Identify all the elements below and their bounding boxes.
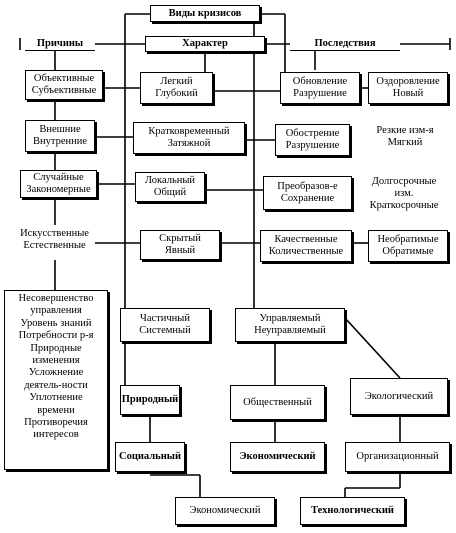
outcome-box-2: Резкие изм-я Мягкий <box>360 125 450 149</box>
header-consequences-label: Последствия <box>314 37 376 49</box>
consequence-box-2: Обострение Разрушение <box>275 124 350 156</box>
consequence-box-3: Преобразов-е Сохранение <box>263 176 352 210</box>
outcome-3-line-2: изм. <box>394 188 414 199</box>
outcome-4-line-2: Обратимые <box>382 246 434 257</box>
managed-line-2: Неуправляемый <box>254 325 326 336</box>
cause-list-item: интересов <box>33 429 79 441</box>
character-4-line-1: Скрытый <box>159 233 201 244</box>
consequence-2-line-1: Обострение <box>285 128 340 139</box>
cause-list-item: Природные <box>30 342 82 354</box>
type-organizational-label: Организационный <box>356 451 439 462</box>
cause-3-line-2: Закономерные <box>26 184 91 195</box>
outcome-box-3: Долгосрочные изм. Краткосрочные <box>358 176 450 212</box>
character-box-3: Локальный Общий <box>135 172 205 202</box>
cause-list-item: Уплотнение <box>29 392 83 404</box>
partial-line-2: Системный <box>139 325 191 336</box>
crisis-types-box: Виды кризисов <box>150 5 260 22</box>
header-character-label: Характер <box>182 38 228 49</box>
character-box-4: Скрытый Явный <box>140 230 220 260</box>
consequence-3-line-1: Преобразов-е <box>277 181 338 192</box>
outcome-2-line-1: Резкие изм-я <box>376 125 434 136</box>
cause-3-line-1: Случайные <box>33 172 84 183</box>
cause-box-2: Внешние Внутренние <box>25 120 95 152</box>
partial-line-1: Частичный <box>140 313 190 324</box>
cause-box-3: Случайные Закономерные <box>20 170 97 198</box>
cause-2-line-2: Внутренние <box>32 136 88 147</box>
type-organizational-box: Организационный <box>345 442 450 472</box>
consequence-3-line-2: Сохранение <box>280 193 335 204</box>
cause-box-1: Объективные Субъективные <box>25 70 103 100</box>
cause-1-line-1: Объективные <box>33 73 95 84</box>
header-consequences: Последствия <box>290 37 400 51</box>
consequence-4-line-2: Количественные <box>268 246 344 257</box>
managed-line-1: Управляемый <box>259 313 321 324</box>
type-technological-box: Технологический <box>300 497 405 525</box>
consequence-4-line-1: Качественные <box>274 234 338 245</box>
character-box-2: Кратковременный Затяжной <box>133 122 245 154</box>
consequence-2-line-2: Разрушение <box>285 140 340 151</box>
type-natural-label: Природный <box>121 394 179 405</box>
cause-1-line-2: Субъективные <box>31 85 97 96</box>
cause-list-item: Противоречия <box>24 417 88 429</box>
crisis-types-title: Виды кризисов <box>168 7 242 19</box>
type-economic-box-left: Экономический <box>175 497 275 525</box>
managed-box: Управляемый Неуправляемый <box>235 308 345 342</box>
character-1-line-2: Глубокий <box>155 88 198 99</box>
cause-list-item: деятель-ности <box>24 379 88 391</box>
character-3-line-2: Общий <box>153 187 187 198</box>
consequence-box-1: Обновление Разрушение <box>280 72 360 104</box>
cause-list-item: изменения <box>32 355 80 367</box>
outcome-1-line-2: Новый <box>392 88 424 99</box>
outcome-box-4: Необратимые Обратимые <box>368 230 448 262</box>
consequence-box-4: Качественные Количественные <box>260 230 352 262</box>
consequence-1-line-1: Обновление <box>292 76 348 87</box>
partial-box: Частичный Системный <box>120 308 210 342</box>
header-character: Характер <box>145 36 265 52</box>
character-3-line-1: Локальный <box>144 175 196 186</box>
type-social-box: Социальный <box>115 442 185 472</box>
cause-box-4: Искусственные Естественные <box>12 228 97 252</box>
type-natural-box: Природный <box>120 385 180 415</box>
character-1-line-1: Легкий <box>160 76 193 87</box>
outcome-3-line-3: Краткосрочные <box>369 200 439 211</box>
type-public-label: Общественный <box>243 396 312 408</box>
character-2-line-1: Кратковременный <box>148 126 230 137</box>
outcome-1-line-1: Оздоровление <box>376 76 440 87</box>
type-ecological-label: Экологический <box>364 390 434 402</box>
cause-list-item: Потребности р-я <box>18 330 94 342</box>
cause-list-item: управления <box>30 305 82 317</box>
cause-list-item: Несовершенство <box>18 293 94 304</box>
type-ecological-box: Экологический <box>350 378 448 415</box>
cause-list-item: Усложнение <box>28 367 84 379</box>
type-social-label: Социальный <box>118 451 181 462</box>
character-2-line-2: Затяжной <box>167 138 211 149</box>
outcome-4-line-1: Необратимые <box>377 234 439 245</box>
character-box-1: Легкий Глубокий <box>140 72 213 104</box>
type-public-box: Общественный <box>230 385 325 420</box>
type-economic-label-left: Экономический <box>189 505 261 516</box>
cause-list-item: времени <box>37 404 75 416</box>
outcome-box-1: Оздоровление Новый <box>368 72 448 104</box>
header-causes-label: Причины <box>36 37 84 49</box>
outcome-2-line-2: Мягкий <box>387 137 423 148</box>
type-economic-box-mid: Экономический <box>230 442 325 472</box>
consequence-1-line-2: Разрушение <box>293 88 347 99</box>
type-technological-label: Технологический <box>311 505 394 516</box>
type-economic-label-mid: Экономический <box>239 451 316 462</box>
cause-2-line-1: Внешние <box>39 124 81 135</box>
cause-list-item: Уровень знаний <box>20 317 92 329</box>
character-4-line-2: Явный <box>164 245 196 256</box>
cause-list-box: Несовершенство управления Уровень знаний… <box>4 290 108 470</box>
cause-4-line-1: Искусственные <box>20 228 89 239</box>
outcome-3-line-1: Долгосрочные <box>371 176 437 187</box>
header-causes: Причины <box>25 37 95 51</box>
cause-4-line-2: Естественные <box>23 240 86 251</box>
